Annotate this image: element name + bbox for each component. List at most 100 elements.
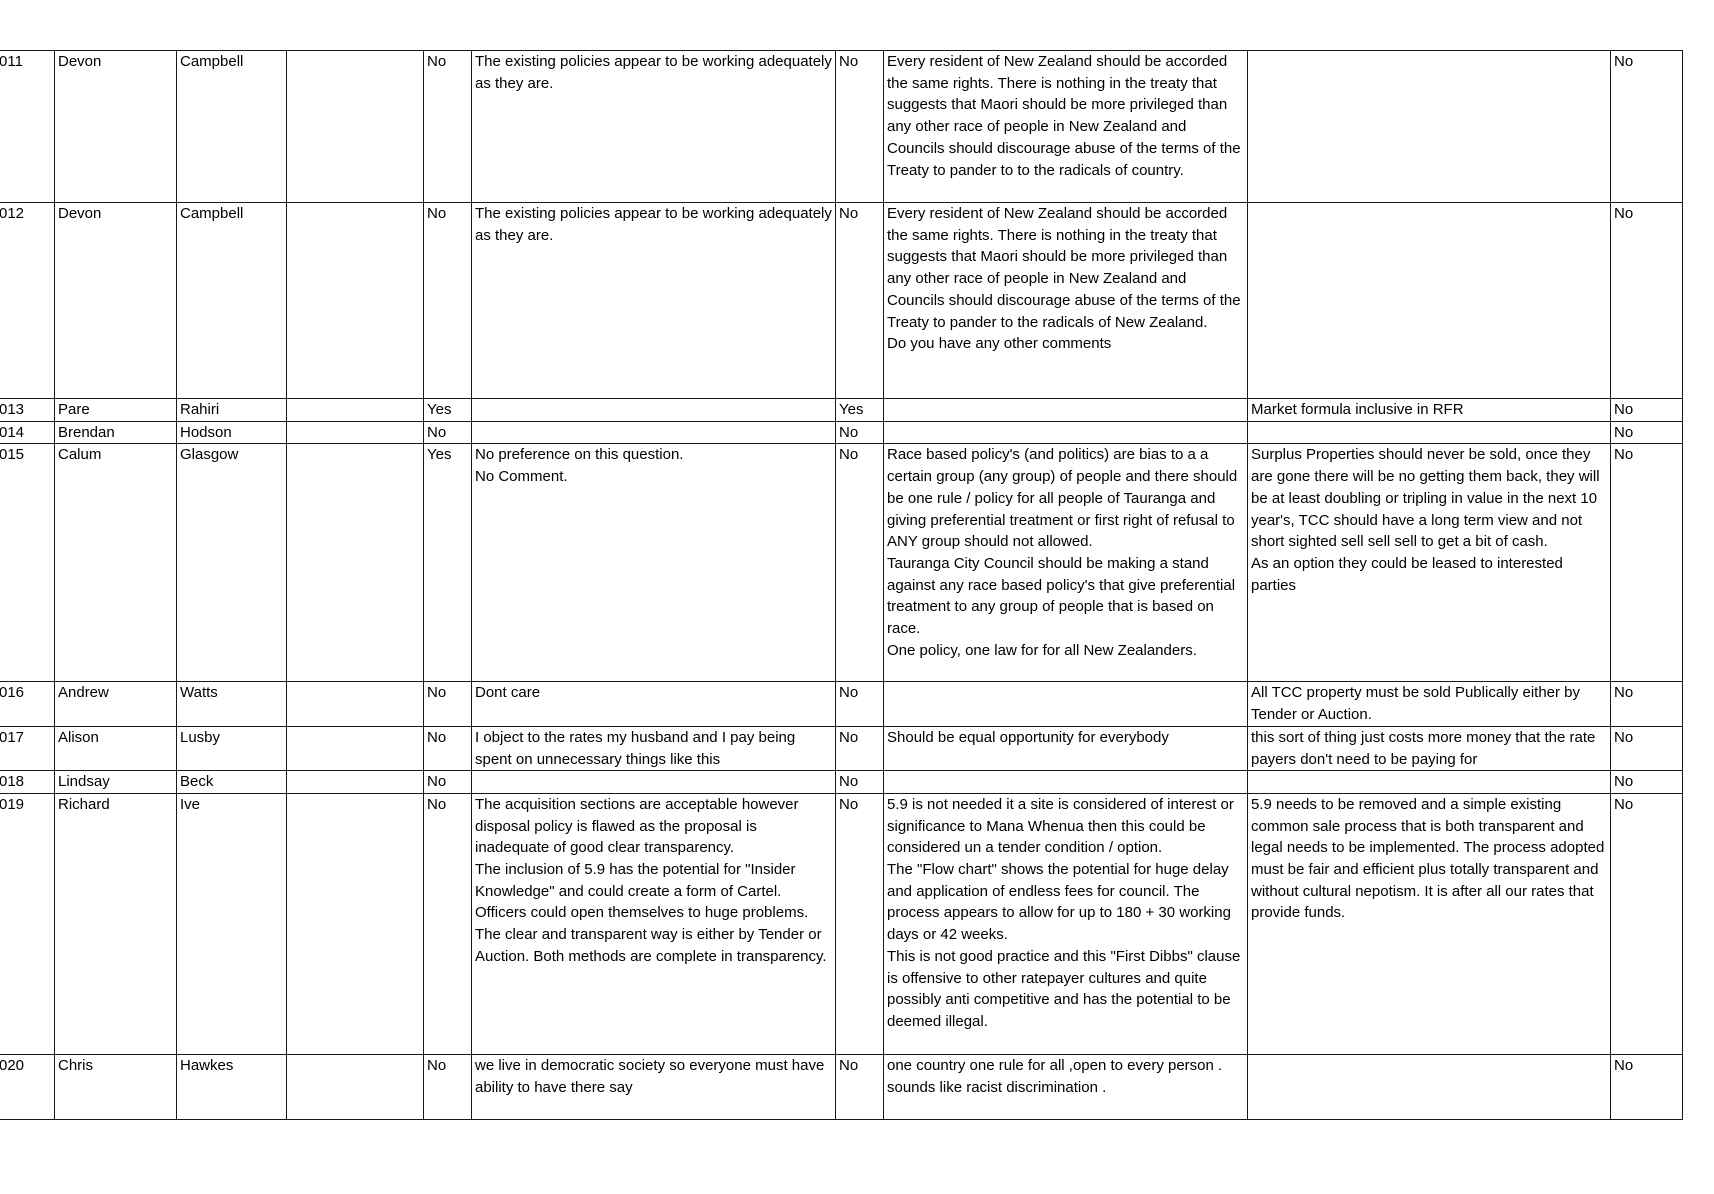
answer-3-cell: No — [1610, 770, 1683, 794]
last-name-cell: Hawkes — [176, 1053, 287, 1120]
submission-id-cell: 018 — [0, 770, 55, 794]
submission-id-cell: 016 — [0, 681, 55, 727]
comment-3-cell: this sort of thing just costs more money… — [1247, 725, 1611, 772]
answer-1-cell: No — [423, 202, 472, 399]
comment-3-cell — [1247, 1053, 1611, 1120]
first-name-cell: Brendan — [54, 420, 177, 445]
answer-1-cell: No — [423, 50, 472, 203]
answer-3-cell: No — [1610, 50, 1683, 203]
answer-3-cell: No — [1610, 792, 1683, 1055]
comment-1-cell — [471, 398, 836, 422]
answer-2-cell: No — [835, 725, 884, 772]
empty-cell — [286, 681, 424, 727]
first-name-cell: Devon — [54, 50, 177, 203]
comment-3-cell: Market formula inclusive in RFR — [1247, 398, 1611, 422]
answer-3-cell: No — [1610, 443, 1683, 683]
comment-2-cell: Every resident of New Zealand should be … — [883, 202, 1248, 399]
comment-1-cell: No preference on this question. No Comme… — [471, 443, 836, 683]
comment-2-cell — [883, 681, 1248, 727]
answer-3-cell: No — [1610, 1053, 1683, 1120]
empty-cell — [286, 1053, 424, 1120]
empty-cell — [286, 202, 424, 399]
answer-3-cell: No — [1610, 725, 1683, 772]
submission-id-cell: 013 — [0, 398, 55, 422]
answer-2-cell: No — [835, 1053, 884, 1120]
first-name-cell: Andrew — [54, 681, 177, 727]
answer-2-cell: Yes — [835, 398, 884, 422]
answer-1-cell: No — [423, 725, 472, 772]
last-name-cell: Rahiri — [176, 398, 287, 422]
answer-2-cell: No — [835, 443, 884, 683]
comment-3-cell — [1247, 420, 1611, 445]
answer-3-cell: No — [1610, 398, 1683, 422]
empty-cell — [286, 770, 424, 794]
comment-2-cell: Every resident of New Zealand should be … — [883, 50, 1248, 203]
answer-3-cell: No — [1610, 202, 1683, 399]
comment-1-cell — [471, 420, 836, 445]
empty-cell — [286, 725, 424, 772]
last-name-cell: Lusby — [176, 725, 287, 772]
comment-1-cell — [471, 770, 836, 794]
last-name-cell: Ive — [176, 792, 287, 1055]
submission-id-cell: 017 — [0, 725, 55, 772]
answer-2-cell: No — [835, 50, 884, 203]
comment-2-cell — [883, 770, 1248, 794]
comment-2-cell: 5.9 is not needed it a site is considere… — [883, 792, 1248, 1055]
comment-1-cell: we live in democratic society so everyon… — [471, 1053, 836, 1120]
answer-1-cell: No — [423, 792, 472, 1055]
comment-2-cell: Race based policy's (and politics) are b… — [883, 443, 1248, 683]
last-name-cell: Watts — [176, 681, 287, 727]
answer-1-cell: No — [423, 420, 472, 445]
answer-2-cell: No — [835, 681, 884, 727]
comment-3-cell — [1247, 770, 1611, 794]
empty-cell — [286, 398, 424, 422]
first-name-cell: Richard — [54, 792, 177, 1055]
first-name-cell: Calum — [54, 443, 177, 683]
comment-2-cell: one country one rule for all ,open to ev… — [883, 1053, 1248, 1120]
empty-cell — [286, 792, 424, 1055]
first-name-cell: Chris — [54, 1053, 177, 1120]
first-name-cell: Pare — [54, 398, 177, 422]
comment-1-cell: The acquisition sections are acceptable … — [471, 792, 836, 1055]
comment-1-cell: The existing policies appear to be worki… — [471, 202, 836, 399]
last-name-cell: Glasgow — [176, 443, 287, 683]
last-name-cell: Hodson — [176, 420, 287, 445]
last-name-cell: Campbell — [176, 202, 287, 399]
answer-2-cell: No — [835, 420, 884, 445]
submission-id-cell: 012 — [0, 202, 55, 399]
comment-3-cell — [1247, 50, 1611, 203]
answer-2-cell: No — [835, 202, 884, 399]
comment-2-cell: Should be equal opportunity for everybod… — [883, 725, 1248, 772]
first-name-cell: Devon — [54, 202, 177, 399]
comment-1-cell: The existing policies appear to be worki… — [471, 50, 836, 203]
first-name-cell: Alison — [54, 725, 177, 772]
submission-id-cell: 011 — [0, 50, 55, 203]
submission-id-cell: 019 — [0, 792, 55, 1055]
last-name-cell: Beck — [176, 770, 287, 794]
answer-2-cell: No — [835, 770, 884, 794]
comment-3-cell: 5.9 needs to be removed and a simple exi… — [1247, 792, 1611, 1055]
last-name-cell: Campbell — [176, 50, 287, 203]
answer-1-cell: No — [423, 770, 472, 794]
answer-2-cell: No — [835, 792, 884, 1055]
answer-1-cell: Yes — [423, 443, 472, 683]
submission-id-cell: 015 — [0, 443, 55, 683]
comment-1-cell: Dont care — [471, 681, 836, 727]
answer-1-cell: No — [423, 1053, 472, 1120]
comment-2-cell — [883, 420, 1248, 445]
answer-3-cell: No — [1610, 681, 1683, 727]
empty-cell — [286, 50, 424, 203]
comment-3-cell: All TCC property must be sold Publically… — [1247, 681, 1611, 727]
answer-1-cell: No — [423, 681, 472, 727]
empty-cell — [286, 420, 424, 445]
